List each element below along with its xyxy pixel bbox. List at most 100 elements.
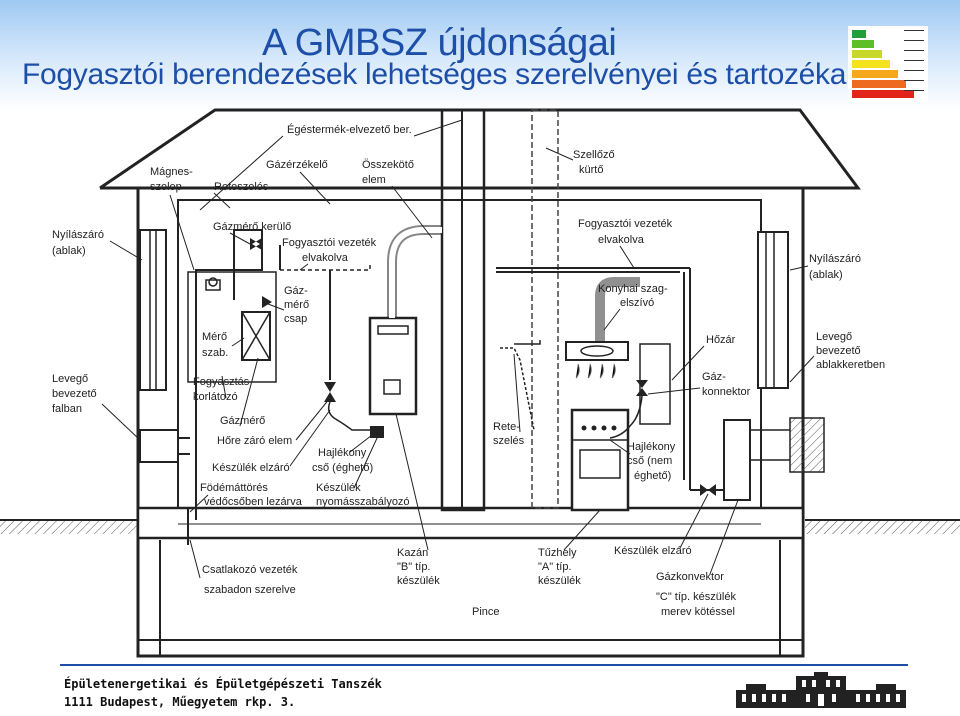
- window-left: [139, 229, 167, 391]
- label-window-right-2: (ablak): [809, 269, 843, 281]
- kitchen-hood: [565, 341, 629, 361]
- gas-meter-box: [187, 271, 277, 383]
- stove-a-type: [570, 408, 630, 512]
- energy-scale-line: [904, 40, 924, 41]
- label-meter-valve-1: Gáz-: [284, 285, 308, 297]
- gas-installation-diagram: Égéstermék-elvezető ber. Mágnes- szelep …: [0, 108, 960, 658]
- energy-scale-line: [904, 70, 924, 71]
- energy-scale-line: [904, 90, 924, 91]
- label-heat-shutoff: Hőzár: [706, 334, 736, 346]
- label-stove-1: Tűzhely: [538, 547, 577, 559]
- energy-rating-icon: [848, 26, 928, 102]
- label-air-inlet-right-2: bevezető: [816, 345, 861, 357]
- energy-bar: [852, 50, 882, 58]
- label-interlock-mid-1: Rete-: [493, 421, 520, 433]
- label-gas-connector-1: Gáz-: [702, 371, 726, 383]
- label-interlock-mid-2: szelés: [493, 435, 525, 447]
- label-cellar: Pince: [472, 606, 500, 618]
- label-air-inlet-left-2: bevezető: [52, 388, 97, 400]
- label-stove-2: "A" típ.: [538, 561, 572, 573]
- page-subtitle: Fogyasztói berendezések lehetséges szere…: [22, 58, 853, 91]
- energy-scale-line: [904, 50, 924, 51]
- label-consumption-limiter-2: korlátozó: [193, 391, 238, 403]
- label-window-left-1: Nyílászáró: [52, 229, 104, 241]
- label-flue-device: Égéstermék-elvezető ber.: [287, 123, 412, 136]
- label-flex-hose-right-3: éghető): [634, 470, 671, 482]
- label-floor-penetration-1: Födémáttörés: [200, 482, 268, 494]
- label-flex-hose-right-1: Hajlékony: [627, 441, 676, 453]
- label-gas-convector: Gázkonvektor: [656, 571, 724, 583]
- gas-convector-c-type: [723, 419, 751, 501]
- label-meter-regulator-2: szab.: [202, 347, 228, 359]
- label-flexible-hose-1: Hajlékony: [318, 447, 367, 459]
- label-air-inlet-right-1: Levegő: [816, 331, 852, 343]
- energy-scale-line: [904, 80, 924, 81]
- label-consumer-pipe-left-2: elvakolva: [302, 252, 349, 264]
- roof-outline: [99, 108, 861, 190]
- label-c-type-1: "C" típ. készülék: [656, 591, 736, 603]
- label-meter-valve-3: csap: [284, 313, 307, 325]
- label-connector-1: Összekötő: [362, 159, 414, 171]
- energy-bar: [852, 70, 898, 78]
- floor-slab: [136, 506, 805, 540]
- label-hood-2: elszívó: [620, 297, 654, 309]
- label-meter-bypass: Gázmérő kerülő: [213, 221, 291, 233]
- label-pressure-regulator-2: nyomásszabályozó: [316, 496, 410, 508]
- footer-divider: [60, 664, 908, 666]
- label-connector-2: elem: [362, 174, 386, 186]
- university-building-icon: [736, 672, 906, 710]
- label-boiler-3: készülék: [397, 575, 440, 587]
- label-appliance-shutoff-left: Készülék elzáró: [212, 462, 290, 474]
- energy-scale-line: [904, 30, 924, 31]
- label-service-pipe-1: Csatlakozó vezeték: [202, 564, 298, 576]
- label-meter-valve-2: mérő: [284, 299, 309, 311]
- footer-address: 1111 Budapest, Műegyetem rkp. 3.: [64, 695, 296, 709]
- ground-hatch-left: [0, 520, 140, 534]
- ground-hatch-right: [805, 520, 960, 534]
- wall-air-inlet: [139, 429, 179, 463]
- label-floor-penetration-2: védőcsőben lezárva: [204, 496, 303, 508]
- energy-scale-line: [904, 60, 924, 61]
- consumer-pipe-left: [280, 262, 371, 271]
- label-consumption-limiter-1: Fogyasztás: [193, 376, 250, 388]
- label-gas-connector-2: konnektor: [702, 386, 751, 398]
- label-solenoid-valve-1: Mágnes-: [150, 166, 193, 178]
- label-boiler-2: "B" típ.: [397, 561, 431, 573]
- window-right: [757, 231, 789, 389]
- boiler-b-type: [368, 316, 418, 416]
- label-boiler-1: Kazán: [397, 547, 428, 559]
- label-gas-detector: Gázérzékelő: [266, 159, 328, 171]
- label-consumer-pipe-right-2: elvakolva: [598, 234, 645, 246]
- label-hood-1: Konyhai szag-: [598, 283, 668, 295]
- label-stove-3: készülék: [538, 575, 581, 587]
- energy-bar: [852, 30, 866, 38]
- energy-bar: [852, 40, 874, 48]
- label-solenoid-valve-2: szelep: [150, 181, 182, 193]
- label-air-inlet-right-3: ablakkeretben: [816, 359, 885, 371]
- page-title: A GMBSZ újdonságai: [262, 22, 617, 64]
- label-c-type-2: merev kötéssel: [661, 606, 735, 618]
- label-consumer-pipe-right-1: Fogyasztói vezeték: [578, 218, 673, 230]
- energy-bar: [852, 60, 890, 68]
- kitchen-hood-duct: [595, 277, 640, 344]
- label-flex-hose-right-2: cső (nem: [627, 455, 672, 467]
- label-meter-regulator-1: Mérő: [202, 331, 227, 343]
- label-vent-shaft-1: Szellőző: [573, 149, 615, 161]
- footer-department: Épületenergetikai és Épületgépészeti Tan…: [64, 677, 382, 691]
- energy-bar: [852, 80, 906, 88]
- interlock-line: [500, 347, 535, 431]
- header-band: [0, 0, 960, 110]
- label-consumer-pipe-left-1: Fogyasztói vezeték: [282, 237, 377, 249]
- label-interlock-top: Reteszelés: [214, 181, 269, 193]
- label-window-left-2: (ablak): [52, 245, 86, 257]
- label-service-pipe-2: szabadon szerelve: [204, 584, 296, 596]
- label-gas-meter: Gázmérő: [220, 415, 265, 427]
- label-appliance-shutoff-right: Készülék elzáró: [614, 545, 692, 557]
- energy-bar: [852, 90, 914, 98]
- label-thermal-shutoff: Hőre záró elem: [217, 435, 292, 447]
- label-flexible-hose-2: cső (éghető): [312, 462, 373, 474]
- label-window-right-1: Nyílászáró: [809, 253, 861, 265]
- ventilation-shaft: [531, 109, 559, 509]
- label-air-inlet-left-3: falban: [52, 403, 82, 415]
- label-air-inlet-left-1: Levegő: [52, 373, 88, 385]
